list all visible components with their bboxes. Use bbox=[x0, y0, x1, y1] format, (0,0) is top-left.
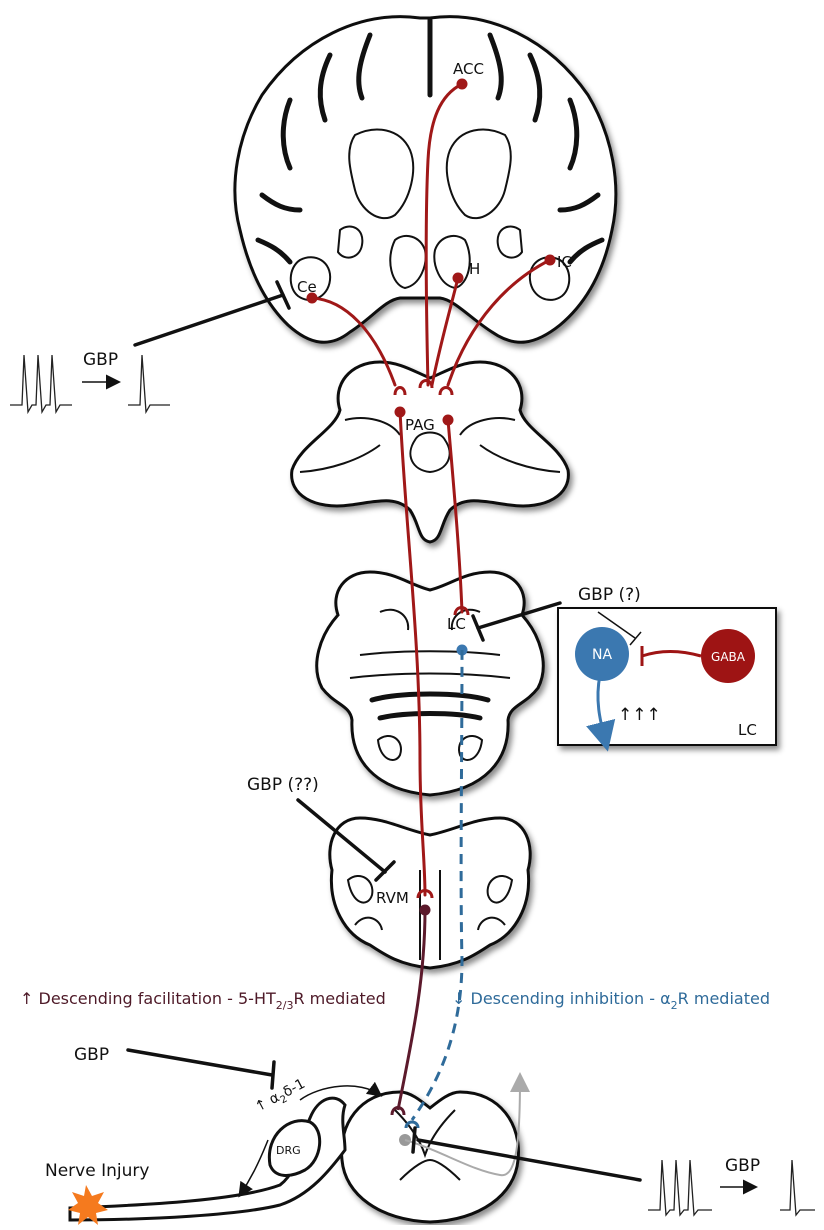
gbp-dorsal-horn-label: GBP bbox=[725, 1156, 760, 1176]
alpha2delta1-label: ↑ α2δ-1 bbox=[252, 1076, 309, 1118]
gbp-amygdala-label: GBP bbox=[83, 350, 118, 370]
ic-label: IC bbox=[557, 253, 572, 271]
midbrain-section bbox=[292, 362, 569, 542]
nerve-injury-label: Nerve Injury bbox=[45, 1161, 149, 1181]
lc-label: LC bbox=[447, 615, 466, 633]
gbp-dorsal-horn-bar bbox=[413, 1128, 415, 1152]
inhibition-caption: ↓ Descending inhibition - α2R mediated bbox=[452, 989, 770, 1012]
acc-node bbox=[457, 79, 468, 90]
h-label: H bbox=[469, 260, 480, 278]
drg-to-periphery-arrow bbox=[240, 1140, 268, 1195]
ce-label: Ce bbox=[297, 278, 317, 296]
drg-to-cord-arrow bbox=[300, 1086, 380, 1100]
rvm-node bbox=[420, 905, 431, 916]
gbp-drg-line bbox=[128, 1050, 272, 1075]
gbp-rvm-label: GBP (??) bbox=[247, 775, 319, 795]
increase-arrows: ↑↑↑ bbox=[618, 705, 661, 725]
ic-node bbox=[545, 255, 556, 266]
rvm-label: RVM bbox=[376, 889, 409, 907]
pag-node-left bbox=[395, 407, 406, 418]
gaba-label: GABA bbox=[711, 650, 746, 664]
gbp-drg-label: GBP bbox=[74, 1045, 109, 1065]
h-node bbox=[453, 273, 464, 284]
gbp-drg-bar bbox=[272, 1062, 274, 1088]
pag-node-right bbox=[443, 415, 454, 426]
pag-label: PAG bbox=[405, 416, 435, 434]
drg-label: DRG bbox=[276, 1144, 301, 1157]
pons-section bbox=[317, 572, 543, 795]
acc-label: ACC bbox=[453, 60, 484, 78]
gbp-amygdala-line bbox=[135, 295, 283, 345]
inset-region-label: LC bbox=[738, 721, 757, 739]
lc-inset-panel: NA GABA ↑↑↑ LC bbox=[558, 608, 776, 745]
na-label: NA bbox=[592, 647, 612, 663]
gbp-lc-label: GBP (?) bbox=[578, 585, 641, 605]
facilitation-caption: ↑ Descending facilitation - 5-HT2/3R med… bbox=[20, 989, 386, 1012]
